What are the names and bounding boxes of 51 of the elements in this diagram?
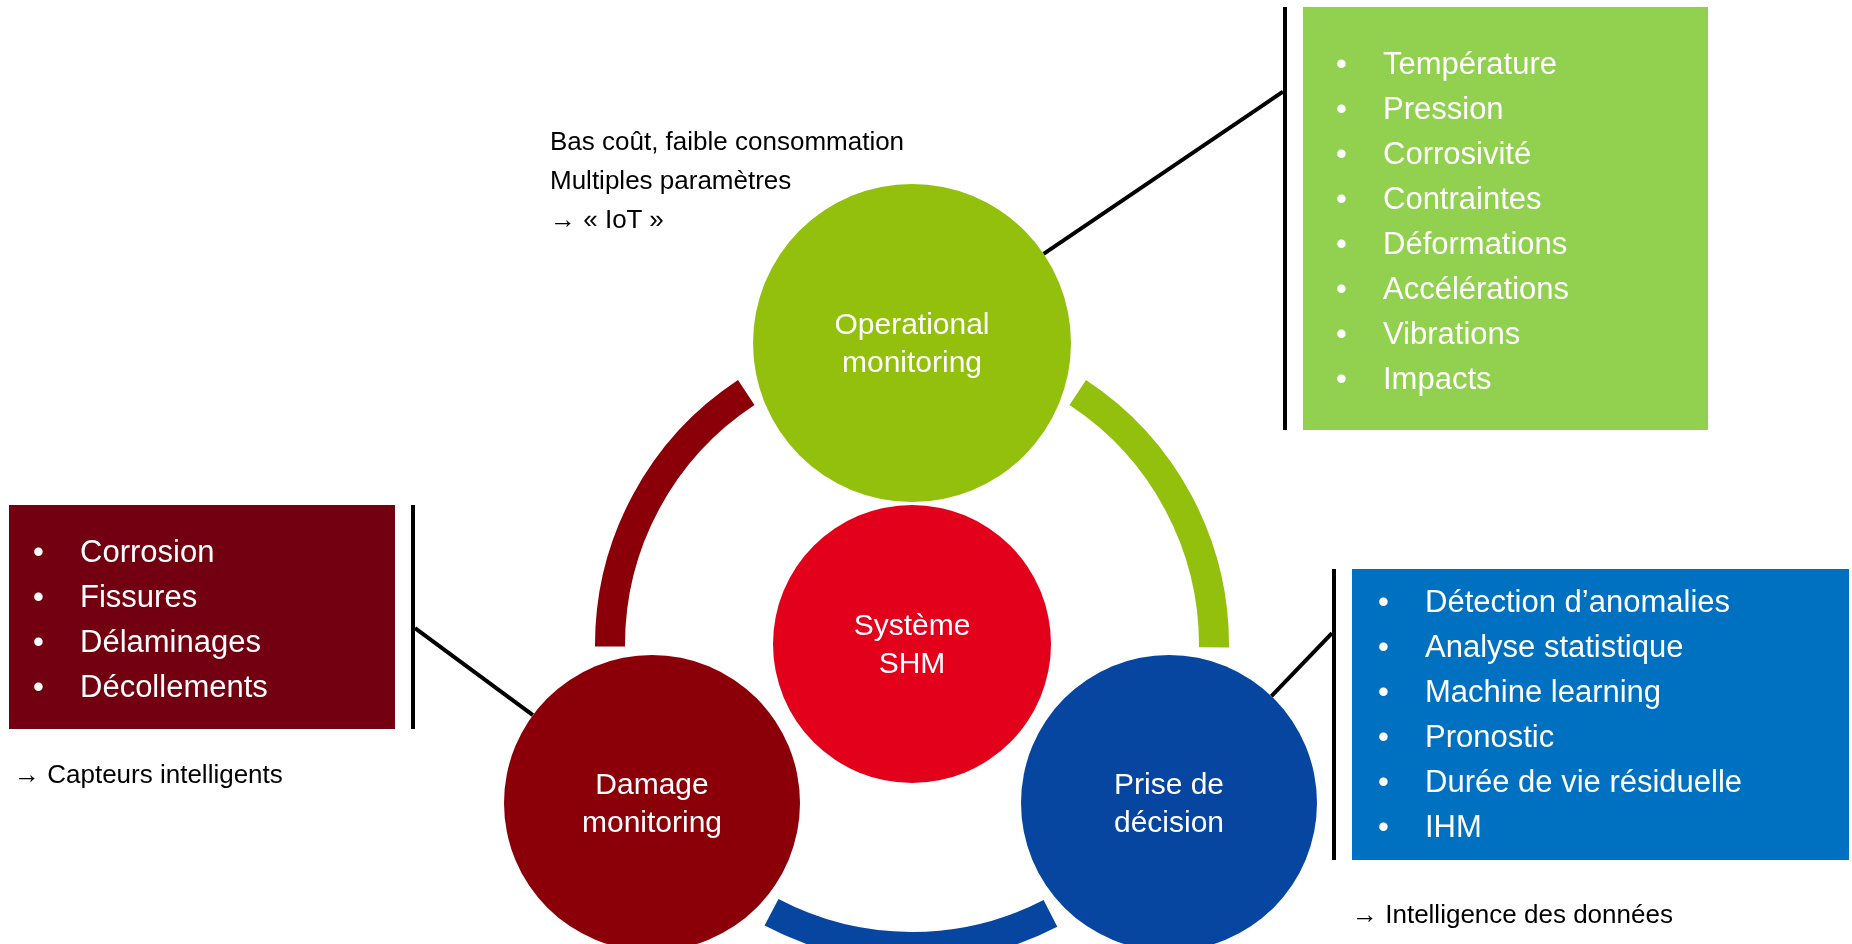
list-item: Analyse statistique (1425, 628, 1685, 666)
node-label: Damage monitoring (580, 766, 724, 840)
bullet: • (1336, 360, 1348, 398)
bullet: • (33, 668, 45, 706)
list-item: Fissures (80, 578, 199, 616)
ring-arc (595, 380, 756, 648)
list-item: Température (1383, 45, 1559, 83)
annotation-text: → « IoT » (550, 203, 665, 236)
bullet: • (1378, 763, 1390, 801)
bullet: • (1336, 135, 1348, 173)
list-item: Contraintes (1383, 180, 1543, 218)
list-item: Décollements (80, 668, 269, 706)
node-label: Operational monitoring (833, 306, 991, 380)
list-item: Machine learning (1425, 673, 1663, 711)
ring-arc (1068, 380, 1229, 649)
bullet: • (1336, 45, 1348, 83)
leader-line (1042, 89, 1285, 256)
node-label: Système SHM (852, 607, 972, 681)
bullet: • (1336, 90, 1348, 128)
list-item: Durée de vie résiduelle (1425, 763, 1744, 801)
bullet: • (33, 623, 45, 661)
bullet: • (1336, 180, 1348, 218)
bullet: • (1378, 628, 1390, 666)
node-label: Prise de décision (1112, 766, 1226, 840)
bullet: • (33, 533, 45, 571)
bullet: • (1336, 315, 1348, 353)
annotation-text: Multiples paramètres (550, 164, 793, 197)
annotation-text: Bas coût, faible consommation (550, 125, 905, 158)
leader-line (413, 626, 535, 717)
list-item: Corrosion (80, 533, 216, 571)
bullet: • (1336, 270, 1348, 308)
bullet: • (1378, 673, 1390, 711)
annotation-text: → Intelligence des données (1352, 898, 1673, 931)
list-item: Vibrations (1383, 315, 1522, 353)
bullet: • (1378, 718, 1390, 756)
list-item: Pronostic (1425, 718, 1556, 756)
list-item: IHM (1425, 808, 1483, 846)
leader-line (1270, 631, 1334, 698)
list-item: Impacts (1383, 360, 1493, 398)
list-item: Détection d’anomalies (1425, 583, 1731, 621)
list-item: Déformations (1383, 225, 1569, 263)
list-item: Délaminages (80, 623, 262, 661)
list-item: Accélérations (1383, 270, 1571, 308)
list-item: Pression (1383, 90, 1505, 128)
bullet: • (1336, 225, 1348, 263)
list-item: Corrosivité (1383, 135, 1533, 173)
bullet: • (1378, 808, 1390, 846)
annotation-text: → Capteurs intelligents (14, 758, 283, 791)
ring-arc (765, 898, 1057, 944)
bullet: • (1378, 583, 1390, 621)
bullet: • (33, 578, 45, 616)
